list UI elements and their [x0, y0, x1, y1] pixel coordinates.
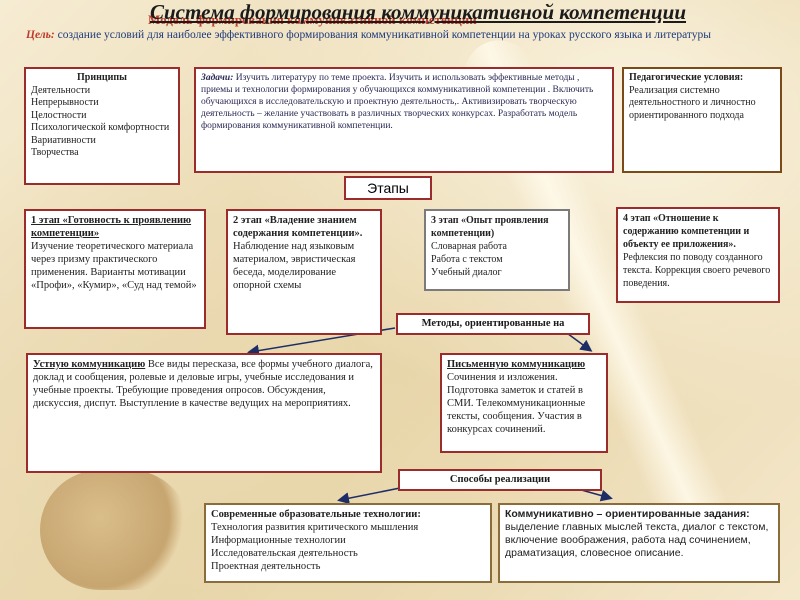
tech-item: Исследовательская деятельность — [211, 548, 358, 559]
oral-header: Устную коммуникацию — [33, 359, 146, 370]
tech-item: Технология развития критического мышлени… — [211, 522, 419, 533]
stage3-item: Учебный диалог — [431, 267, 502, 278]
stage4-header: 4 этап «Отношение к содержанию компетенц… — [623, 213, 750, 250]
conditions-header: Педагогические условия: — [629, 72, 744, 83]
stage4-box: 4 этап «Отношение к содержанию компетенц… — [616, 207, 780, 303]
tasks-label: Задачи: — [201, 73, 234, 83]
tech-item: Информационные технологии — [211, 535, 346, 546]
tasks-text: Изучить литературу по теме проекта. Изуч… — [201, 73, 594, 131]
stage3-box: 3 этап «Опыт проявления компетенции) Сло… — [424, 209, 570, 291]
stage3-item: Словарная работа — [431, 241, 507, 252]
stage1-header: 1 этап «Готовность к проявлению компетен… — [31, 215, 192, 239]
written-box: Письменную коммуникацию Сочинения и изло… — [440, 353, 608, 453]
principle-item: Творчества — [31, 147, 79, 158]
principles-header: Принципы — [77, 72, 127, 83]
stages-label: Этапы — [344, 176, 432, 200]
page-title: Система формирования коммуникативной ком… — [150, 0, 687, 24]
conditions-box: Педагогические условия: Реализация систе… — [622, 67, 782, 173]
stage2-header: 2 этап «Владение знанием содержания комп… — [233, 215, 363, 239]
tech-box: Современные образовательные технологии: … — [204, 503, 492, 583]
principles-box: Принципы Деятельности Непрерывности Цело… — [24, 67, 180, 185]
methods-label: Методы, ориентированные на — [396, 313, 590, 335]
model-subtitle: Модель формирования коммуникативной комп… — [148, 12, 477, 27]
scroll-decoration — [40, 470, 190, 590]
principle-item: Психологической комфортности — [31, 122, 170, 133]
comm-tasks-text: выделение главных мыслей текста, диалог … — [505, 521, 769, 559]
ways-label: Способы реализации — [398, 469, 602, 491]
comm-tasks-header: Коммуникативно – ориентированные задания… — [505, 508, 750, 520]
principle-item: Вариативности — [31, 134, 96, 146]
principle-item: Целостности — [31, 109, 87, 121]
goal-text: создание условий для наиболее эффективно… — [57, 29, 711, 41]
goal-label: Цель: — [26, 29, 55, 41]
conditions-text: Реализация системно деятельностного и ли… — [629, 84, 756, 121]
stage2-text: Наблюдение над языковым материалом, эври… — [233, 241, 356, 291]
tasks-box: Задачи: Изучить литературу по теме проек… — [194, 67, 614, 173]
stage4-text: Рефлексия по поводу созданного текста. К… — [623, 252, 771, 289]
stage3-header: 3 этап «Опыт проявления компетенции) — [431, 215, 549, 239]
oral-box: Устную коммуникацию Все виды пересказа, … — [26, 353, 382, 473]
goal-statement: Цель: создание условий для наиболее эффе… — [26, 28, 786, 42]
tech-item: Проектная деятельность — [211, 561, 321, 572]
stage1-text: Изучение теоретического материала через … — [31, 241, 197, 291]
stage2-box: 2 этап «Владение знанием содержания комп… — [226, 209, 382, 335]
oral-text: Все виды пересказа, все формы учебного д… — [33, 359, 373, 409]
written-header: Письменную коммуникацию — [447, 359, 586, 370]
stage3-item: Работа с текстом — [431, 254, 503, 265]
stage1-box: 1 этап «Готовность к проявлению компетен… — [24, 209, 206, 329]
principle-item: Непрерывности — [31, 97, 99, 108]
principle-item: Деятельности — [31, 84, 91, 96]
tech-header: Современные образовательные технологии: — [211, 509, 421, 520]
written-text: Сочинения и изложения. Подготовка замето… — [447, 372, 586, 435]
comm-tasks-box: Коммуникативно – ориентированные задания… — [498, 503, 780, 583]
